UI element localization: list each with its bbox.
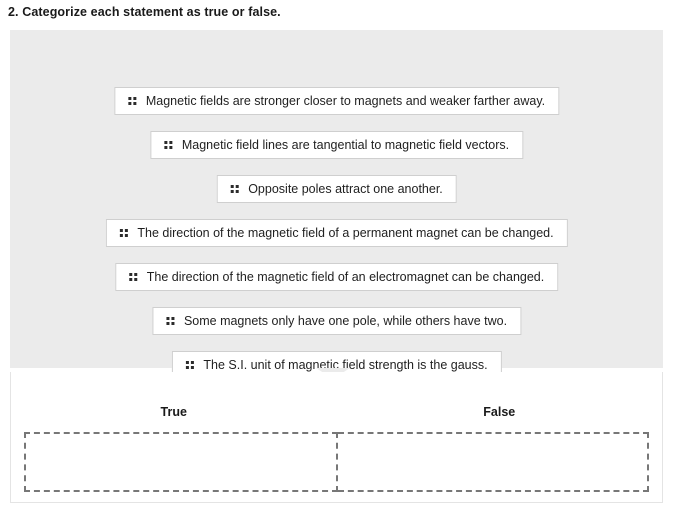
bucket-label-false: False [483,405,516,419]
list-item[interactable]: The direction of the magnetic field of a… [114,263,559,291]
drag-handle-dots-icon[interactable] [230,185,239,194]
drag-handle-dots-icon[interactable] [119,229,128,238]
list-item-label: The direction of the magnetic field of a… [137,225,554,240]
list-item-label: Some magnets only have one pole, while o… [183,313,508,328]
list-item[interactable]: Magnetic field lines are tangential to m… [149,131,524,159]
page-title: 2. Categorize each statement as true or … [8,5,281,19]
drop-bucket-false[interactable] [337,432,649,492]
drag-handle-dots-icon[interactable] [164,141,173,150]
list-item-label: The S.I. unit of magnetic field strength… [203,357,488,372]
drag-handle-dots-icon[interactable] [129,273,138,282]
list-item-label: The direction of the magnetic field of a… [146,269,545,284]
statement-bank-panel: Magnetic fields are stronger closer to m… [10,30,663,379]
list-item[interactable]: The direction of the magnetic field of a… [105,219,568,247]
drag-handle-dots-icon[interactable] [166,317,175,326]
statement-list: Magnetic fields are stronger closer to m… [10,30,663,379]
bucket-row [24,432,649,492]
list-item[interactable]: Opposite poles attract one another. [216,175,457,203]
bucket-label-true: True [160,405,187,419]
list-item-label: Opposite poles attract one another. [248,181,443,196]
list-item[interactable]: Magnetic fields are stronger closer to m… [113,87,560,115]
list-item-label: Magnetic fields are stronger closer to m… [145,93,546,108]
drop-bucket-true[interactable] [24,432,338,492]
drop-area: True False [10,372,663,503]
list-item[interactable]: Some magnets only have one pole, while o… [151,307,522,335]
drag-handle-dots-icon[interactable] [128,97,137,106]
bucket-header-row: True False [11,405,662,419]
list-item-label: Magnetic field lines are tangential to m… [181,137,510,152]
drag-handle-dots-icon[interactable] [185,361,194,370]
